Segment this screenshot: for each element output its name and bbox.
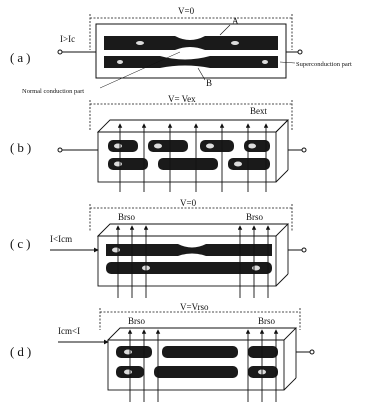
panel-a-band-b — [104, 56, 278, 68]
panel-b-voltage: V= Vex — [168, 94, 196, 104]
panel-b-box — [97, 131, 277, 183]
panel-a-super-part: Superconduction part — [296, 61, 352, 68]
panel-c-current: I<Icm — [50, 234, 72, 244]
panel-b-tag: (b) — [10, 140, 34, 155]
panel-a-input-terminal — [57, 49, 63, 55]
panel-c: (c) I<Icm V=0 Brso Brso — [10, 198, 307, 298]
panel-d-voltage: V=Vrso — [180, 302, 209, 312]
panel-b-field-arrows — [117, 123, 269, 192]
panel-c-voltage: V=0 — [180, 198, 197, 208]
panel-a-label-b: B — [206, 78, 212, 88]
panel-c-box — [97, 235, 277, 287]
panel-a: (a) I>Ic V=0 A B Superconduction part No… — [10, 6, 352, 95]
panel-a-tag: (a) — [10, 50, 33, 65]
panel-c-field-left: Brso — [118, 212, 136, 222]
panel-a-voltage: V=0 — [178, 6, 195, 16]
panel-d-field-right: Brso — [258, 316, 276, 326]
panel-a-band-a — [104, 36, 278, 50]
panel-c-field-right: Brso — [246, 212, 264, 222]
panel-d-box — [107, 339, 285, 391]
panel-b: (b) V= Vex Bext — [10, 94, 307, 192]
panel-c-tag: (c) — [10, 236, 33, 251]
panel-a-box — [95, 23, 287, 79]
panel-d-field-arrows — [127, 329, 279, 402]
panel-d: (d) Icm<I V=Vrso Brso Brso — [10, 302, 315, 402]
panel-c-field-arrows — [115, 225, 271, 298]
panel-b-field: Bext — [250, 106, 267, 116]
panel-a-current: I>Ic — [60, 34, 75, 44]
panel-d-tag: (d) — [10, 344, 34, 359]
panel-d-current: Icm<I — [58, 326, 80, 336]
panel-a-normal-part: Normal conduction part — [22, 88, 84, 95]
panel-a-label-a: A — [232, 16, 239, 26]
panel-d-field-left: Brso — [128, 316, 146, 326]
